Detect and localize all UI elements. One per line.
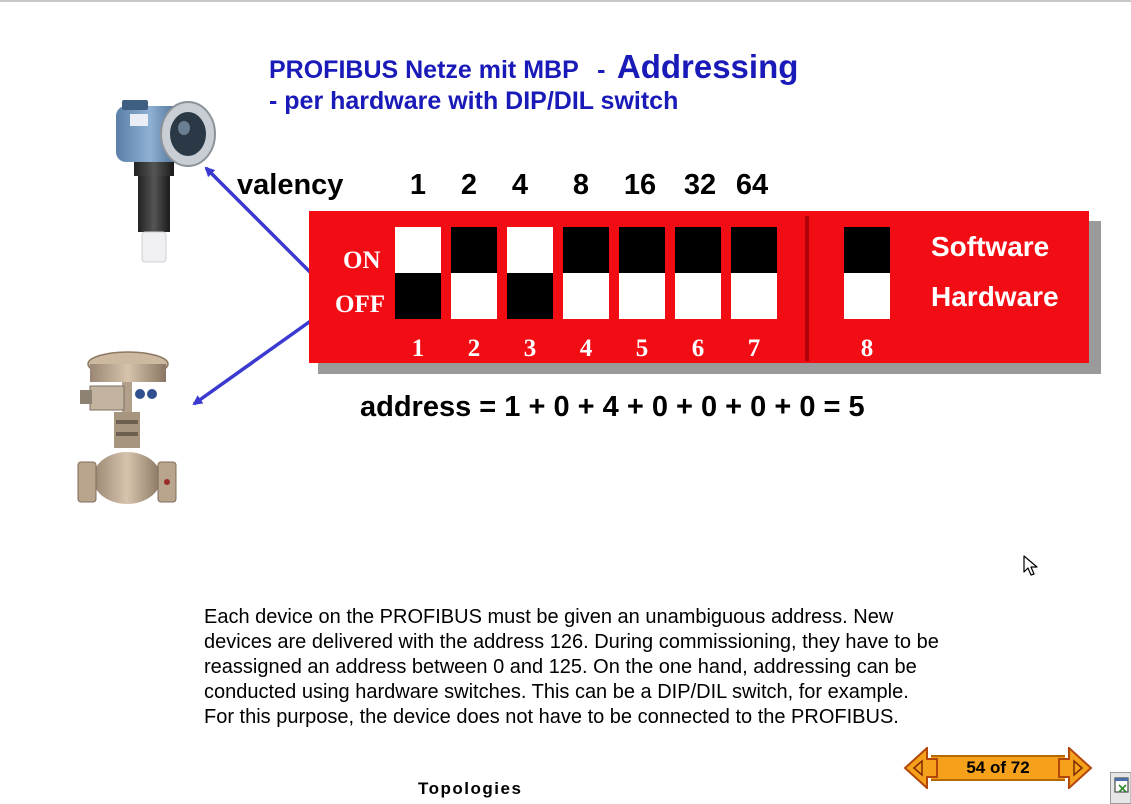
valency-16: 16 — [623, 169, 657, 201]
dip-switch-3[interactable] — [507, 227, 553, 319]
slide-title-part1: PROFIBUS Netze mit MBP — [269, 56, 579, 84]
off-label: OFF — [335, 291, 385, 318]
dip-switch-2[interactable] — [451, 227, 497, 319]
slide-title-part2: Addressing — [616, 48, 799, 85]
mouse-cursor-icon — [1023, 555, 1038, 576]
dip-switch-5[interactable] — [619, 227, 665, 319]
valency-label: valency — [237, 169, 344, 201]
valency-32: 32 — [683, 169, 717, 201]
left-arrow-icon[interactable] — [903, 747, 939, 789]
dip-switch-8[interactable] — [844, 227, 890, 319]
right-arrow-icon[interactable] — [1057, 747, 1093, 789]
dip-switch-1[interactable] — [395, 227, 441, 319]
valency-1: 1 — [409, 169, 427, 201]
page-navigator: 54 of 72 — [903, 747, 1093, 789]
valency-64: 64 — [735, 169, 769, 201]
arrow-to-transmitter — [204, 166, 314, 276]
dip-switch-7[interactable] — [731, 227, 777, 319]
transmitter-device-image — [116, 100, 216, 263]
address-formula: address = 1 + 0 + 4 + 0 + 0 + 0 + 0 = 5 — [360, 391, 865, 423]
window-corner-icon[interactable] — [1110, 772, 1131, 804]
switch-number-5: 5 — [635, 335, 649, 362]
valency-4: 4 — [511, 169, 529, 201]
software-label: Software — [931, 231, 1050, 262]
switch-number-2: 2 — [467, 335, 481, 362]
page-indicator: 54 of 72 — [966, 758, 1030, 777]
switch-number-7: 7 — [747, 335, 761, 362]
slide-subtitle: - per hardware with DIP/DIL switch — [269, 87, 679, 115]
control-valve-image — [77, 351, 177, 504]
arrow-to-valve — [192, 318, 314, 406]
valency-2: 2 — [460, 169, 478, 201]
switch-number-1: 1 — [411, 335, 425, 362]
top-rule — [0, 0, 1131, 2]
on-label: ON — [343, 247, 381, 274]
panel-divider — [805, 216, 809, 361]
footer-section-label: Topologies — [418, 779, 523, 798]
switch-number-3: 3 — [523, 335, 537, 362]
slide-title-separator: - — [597, 56, 606, 84]
valency-8: 8 — [572, 169, 590, 201]
dip-switch-4[interactable] — [563, 227, 609, 319]
dip-switch-6[interactable] — [675, 227, 721, 319]
description-text: Each device on the PROFIBUS must be give… — [204, 606, 939, 728]
switch-number-4: 4 — [579, 335, 593, 362]
hardware-label: Hardware — [931, 281, 1059, 312]
switch-number-6: 6 — [691, 335, 705, 362]
switch-number-8: 8 — [860, 335, 874, 362]
dip-switch-panel: ON OFF 1 2 3 4 5 6 7 8 Software Hardware — [309, 211, 1089, 363]
page-indicator-bar: 54 of 72 — [931, 755, 1065, 781]
slide-title: PROFIBUS Netze mit MBP - Addressing — [269, 48, 798, 86]
